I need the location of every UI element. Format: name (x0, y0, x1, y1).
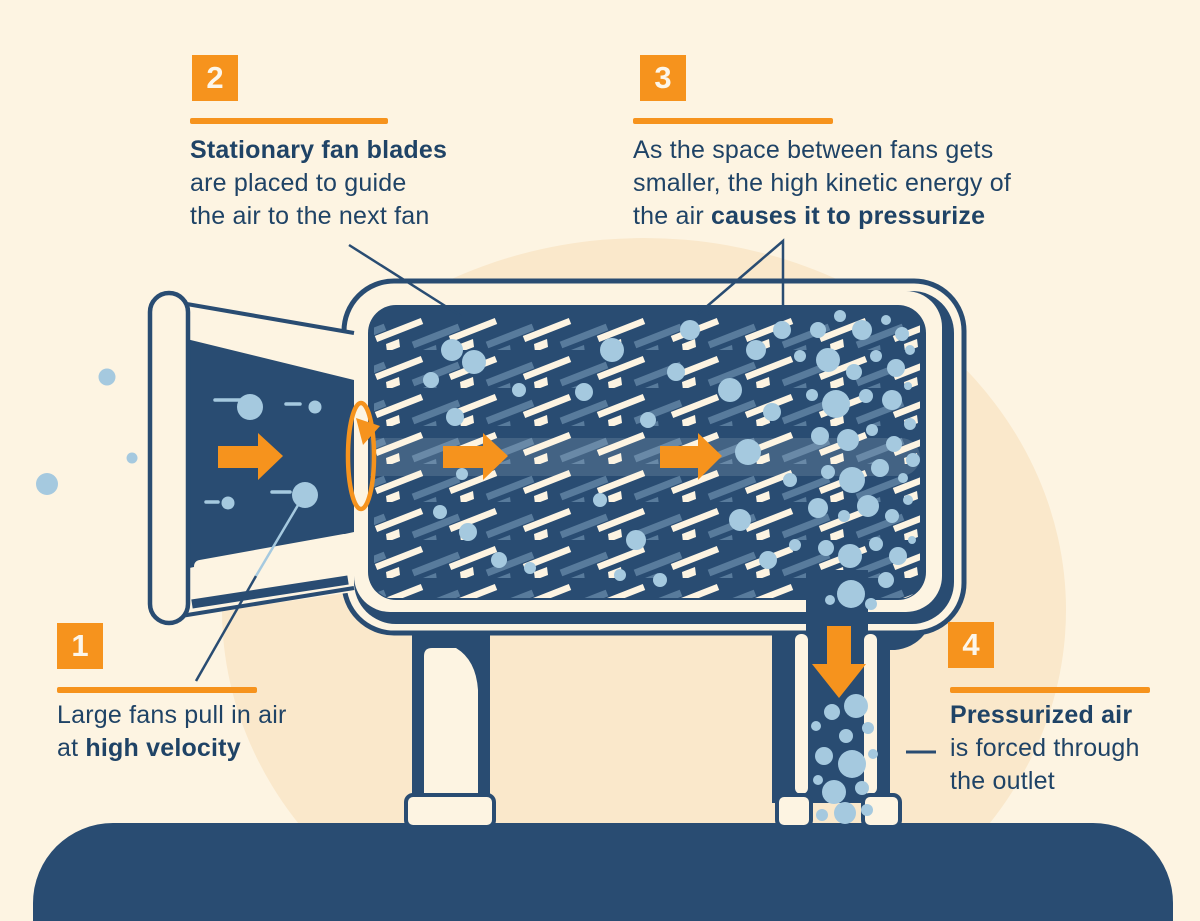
fan-rotation-indicator-icon (345, 400, 380, 512)
flow-arrow-down-icon (812, 626, 866, 698)
step-1-text: Large fans pull in air at high velocity (57, 699, 287, 765)
callout-line-step3 (697, 238, 785, 316)
step-3-line2: smaller, the high kinetic energy of (633, 169, 1012, 197)
step-1-underline (57, 687, 257, 693)
step-2-text: Stationary fan blades are placed to guid… (190, 134, 447, 233)
step-1-line2-bold: high velocity (85, 734, 241, 762)
step-2-badge: 2 (192, 55, 238, 101)
callout-lines (194, 238, 936, 754)
callout-line-step2 (348, 243, 462, 318)
intake-ring (147, 290, 191, 626)
callout-line-step1-inner (254, 499, 303, 577)
outlet-channel (775, 570, 902, 829)
outlet-bubbles (811, 580, 878, 824)
step-4-line1-bold: Pressurized air (950, 701, 1133, 729)
intake-air-particles (36, 368, 138, 495)
step-2-line2: are placed to guide (190, 169, 407, 197)
step-4-line2: is forced through (950, 734, 1140, 762)
step-4-badge: 4 (948, 622, 994, 668)
step-1-badge: 1 (57, 623, 103, 669)
step-4-text: Pressurized air is forced through the ou… (950, 699, 1140, 798)
step-3-line3: the air (633, 202, 712, 230)
flow-arrows (218, 433, 866, 698)
step-1-line2: at (57, 734, 86, 762)
base-platform (33, 823, 1173, 921)
step-3-line1: As the space between fans gets (633, 136, 994, 164)
intake-bubbles (221, 394, 322, 510)
step-3-number: 3 (654, 60, 672, 95)
step-3-text: As the space between fans gets smaller, … (633, 134, 1011, 233)
step-3-badge: 3 (640, 55, 686, 101)
step-2-line1-bold: Stationary fan blades (190, 136, 448, 164)
step-2-underline (190, 118, 388, 124)
step-3-underline (633, 118, 833, 124)
flow-arrow-right-icon (218, 433, 283, 480)
step-4-underline (950, 687, 1150, 693)
step-2-number: 2 (206, 60, 224, 95)
flow-arrow-right-icon (660, 433, 722, 480)
step-3-line3-bold: causes it to pressurize (711, 202, 986, 230)
step-1-number: 1 (71, 628, 89, 663)
step-1-line1: Large fans pull in air (57, 701, 287, 729)
step-4-line3: the outlet (950, 767, 1055, 795)
air-motion-dashes (204, 398, 302, 504)
step-4-number: 4 (962, 627, 980, 662)
step-2-line3: the air to the next fan (190, 202, 430, 230)
callout-line-step1 (194, 575, 258, 682)
left-leg (404, 618, 496, 829)
flow-arrow-right-icon (443, 433, 508, 480)
